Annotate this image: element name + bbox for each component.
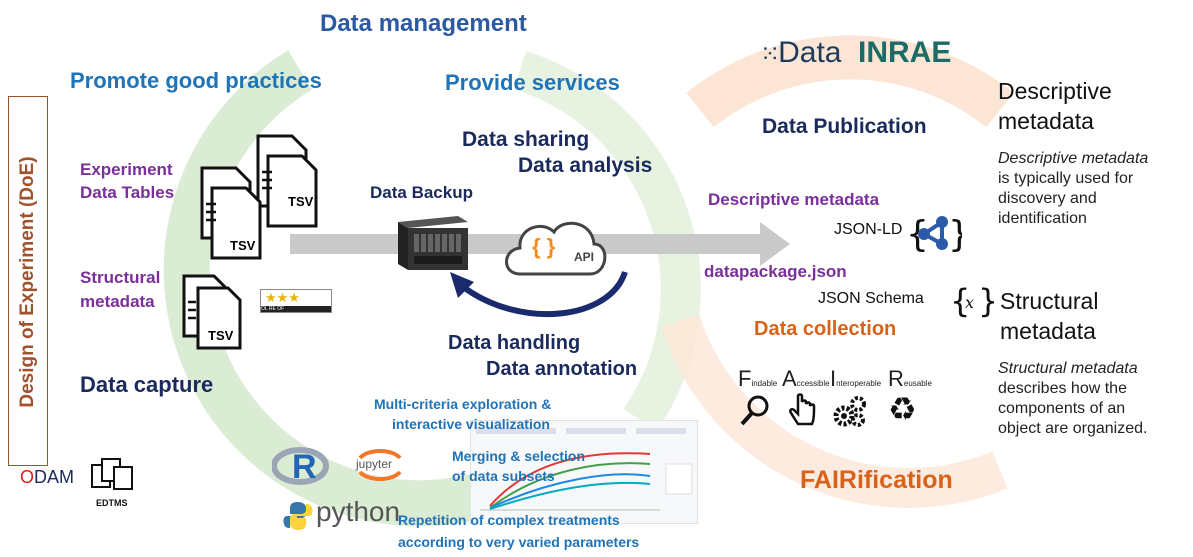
provide-heading: Provide services [445, 70, 620, 95]
json-schema-label: JSON Schema [818, 290, 924, 307]
data-logo-text: Data [778, 36, 842, 69]
data-capture-label: Data capture [80, 372, 214, 397]
jupyter-logo-icon [358, 449, 402, 481]
api-cloud-icon [505, 221, 607, 276]
api-braces: { } [532, 234, 556, 259]
python-label: python [316, 496, 401, 527]
repetition-line1: Repetition of complex treatments [398, 512, 620, 528]
structural-line2: components of an [998, 400, 1126, 417]
python-logo-icon [283, 502, 313, 530]
structural-line1: describes how the [998, 380, 1127, 397]
structural-title-2: metadata [1000, 318, 1096, 344]
data-publication-label: Data Publication [762, 115, 927, 138]
data-handling-label: Data handling [448, 332, 581, 354]
descriptive-title-2: metadata [998, 108, 1094, 134]
data-analysis-label: Data analysis [518, 154, 653, 177]
jsonld-icon: { } [906, 214, 962, 254]
data-sharing-label: Data sharing [462, 128, 590, 151]
structural-em: Structural metadata [998, 360, 1138, 377]
metadata-label: metadata [80, 292, 155, 311]
tsv-files-icon [200, 134, 318, 260]
stars-rating-badge: ★★★ OL RE OF [260, 289, 332, 313]
svg-text:x: x [965, 293, 974, 312]
odam-dam: DAM [34, 467, 75, 487]
merge-line2: of data subsets [452, 468, 555, 484]
fair-a-word: ccessible [796, 379, 830, 388]
structural-line3: object are organized. [998, 420, 1148, 437]
fair-findable: Findable [738, 366, 777, 392]
nas-server-icon [398, 216, 468, 270]
recycle-icon: ♻ [888, 391, 917, 427]
r-logo-icon [272, 447, 329, 485]
multi-criteria-line1: Multi-criteria exploration & [374, 396, 552, 412]
promote-heading: Promote good practices [70, 68, 322, 93]
fair-f-letter: F [738, 366, 752, 391]
repetition-line2: according to very varied parameters [398, 534, 640, 550]
odam-logo: ODAM [20, 467, 74, 488]
fair-interoperable: Interoperable [830, 366, 881, 392]
fair-reusable: Reusable [888, 366, 932, 392]
tsv-label-1: TSV [288, 194, 314, 209]
magnifier-icon [740, 395, 769, 426]
visualization-screenshot [470, 420, 698, 524]
svg-text:{: { [950, 282, 970, 320]
multi-criteria-line2: interactive visualization [392, 416, 550, 432]
fair-accessible: Accessible [782, 366, 830, 392]
stars-legend: OL RE OF [261, 306, 331, 312]
structural-label: Structural [80, 268, 161, 287]
descriptive-title-1: Descriptive [998, 78, 1112, 104]
fair-f-word: indable [751, 379, 778, 388]
inrae-logo: INRAE [858, 36, 952, 69]
fair-i-word: nteroperable [836, 379, 882, 388]
jupyter-label: jupyter [356, 457, 393, 471]
svg-text:}: } [948, 214, 962, 254]
r-logo-letter: R [292, 448, 317, 486]
doe-frame [8, 96, 48, 466]
tsv-label-2: TSV [230, 238, 256, 253]
descriptive-line1: is typically used for [998, 170, 1134, 187]
merge-line1: Merging & selection [452, 448, 586, 464]
fair-a-letter: A [782, 366, 797, 391]
data-collection-label: Data collection [754, 318, 897, 340]
descriptive-metadata-label: Descriptive metadata [708, 190, 880, 209]
data-annotation-label: Data annotation [486, 358, 638, 380]
doe-label: Design of Experiment (DoE) [17, 156, 38, 408]
edtms-label: EDTMS [96, 498, 128, 508]
jsonld-label: JSON-LD [834, 221, 903, 238]
fair-r-word: eusable [903, 379, 932, 388]
hand-pointer-icon [789, 393, 816, 426]
datapackage-label: datapackage.json [704, 262, 847, 281]
data-gouv-logo: ⁙Data [760, 36, 841, 70]
edtms-icon [91, 458, 133, 490]
api-label: API [574, 250, 595, 264]
descriptive-line3: identification [998, 210, 1087, 227]
fair-r-letter: R [888, 366, 904, 391]
descriptive-em: Descriptive metadata [998, 150, 1149, 167]
fair-i-letter: I [830, 366, 837, 391]
fairification-label: FAIRification [800, 466, 953, 494]
structural-title-1: Structural [1000, 288, 1099, 314]
svg-text:}: } [978, 282, 994, 320]
tsv-label-3: TSV [208, 328, 234, 343]
odam-o: O [20, 467, 35, 487]
data-gouv-dots-icon: ⁙ [760, 41, 780, 68]
gears-icon [833, 396, 866, 427]
svg-text:{: { [906, 214, 929, 254]
json-schema-icon: { } x [950, 282, 994, 320]
stars-icon: ★★★ [265, 290, 300, 305]
descriptive-line2: discovery and [998, 190, 1097, 207]
experiment-label: Experiment [80, 160, 173, 179]
data-management-title: Data management [320, 10, 527, 37]
structural-tsv-icon [182, 274, 242, 350]
data-tables-label: Data Tables [80, 183, 175, 202]
data-backup-label: Data Backup [370, 183, 473, 202]
